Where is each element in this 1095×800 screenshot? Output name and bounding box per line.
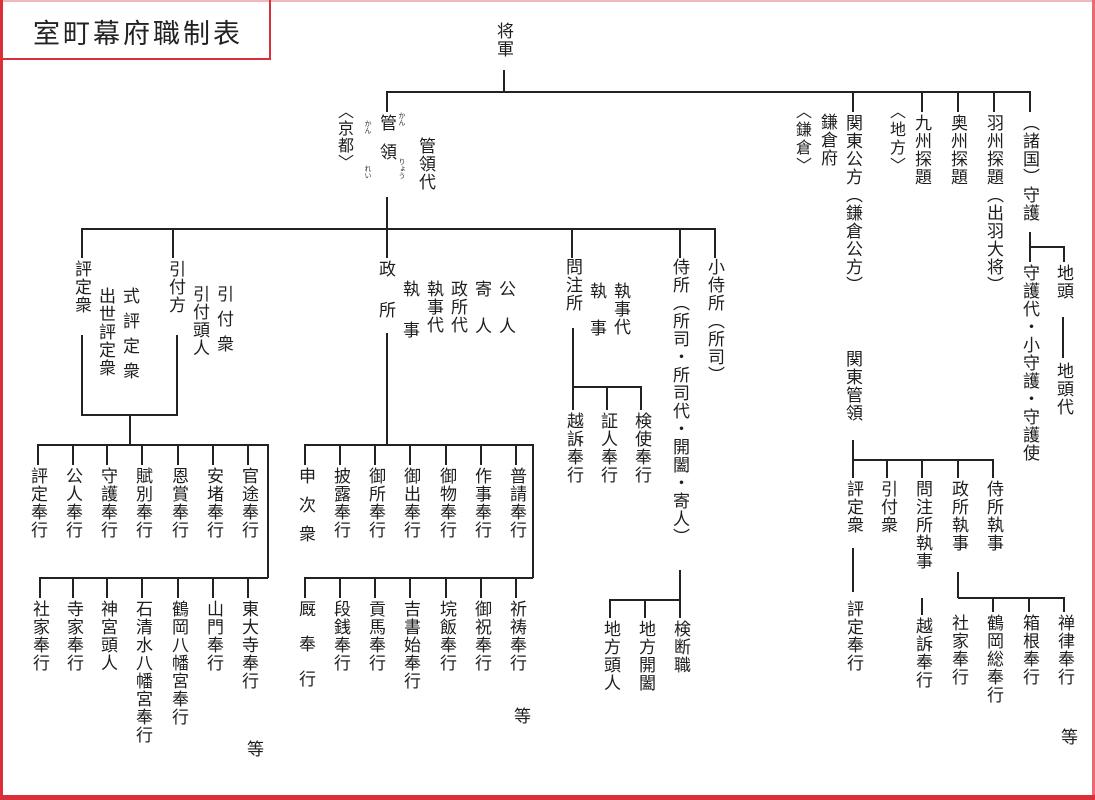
ruby-ryo: りょう: [398, 158, 406, 179]
etc-kamakura: 等: [1057, 728, 1077, 746]
node-monchujo-shitsuji: 執事: [586, 282, 606, 356]
kamakura-zenritsu-bugyo: 禅律奉行: [1054, 614, 1074, 686]
kamakura-tsurugaoka-sobugyo: 鶴岡総奉行: [983, 614, 1003, 704]
bugyo-kunin: 公人奉行: [62, 467, 82, 539]
node-samuraidokoro: 侍所（所司・所司代・開闔・寄人）: [669, 258, 689, 546]
node-shusse-hyojoshu: 出世評定衆: [95, 287, 115, 377]
node-kosamuraidokoro: 小侍所（所司）: [704, 258, 724, 384]
frame-right: [1092, 0, 1095, 800]
bugyo-jike: 寺家奉行: [63, 600, 83, 672]
bugyo-jingu-tonin: 神宮頭人: [97, 600, 117, 672]
node-jito: 地頭: [1053, 264, 1073, 300]
kamakura-hikitsukeshu: 引付衆: [877, 480, 897, 534]
etc-mandokoro: 等: [510, 707, 530, 725]
bugyo-shake: 社家奉行: [29, 600, 49, 672]
mandokoro-sakuji: 作事奉行: [471, 467, 491, 539]
node-mandokoro-shitsujidai: 執事代: [423, 280, 443, 334]
node-hyojoshu: 評定衆: [71, 260, 91, 314]
bugyo-todaiji: 東大寺奉行: [238, 600, 258, 690]
mandokoro-kito: 祈祷奉行: [506, 600, 526, 672]
bugyo-shugo: 守護奉行: [97, 467, 117, 539]
node-yoriudo: 寄人: [471, 280, 491, 354]
frame-top: [0, 0, 1095, 2]
mandokoro-tansen: 段銭奉行: [330, 600, 350, 672]
node-kyushu-tandai: 九州探題: [911, 114, 931, 186]
bugyo-kubari: 賦別奉行: [132, 467, 152, 539]
monchujo-kenshi: 検使奉行: [631, 412, 651, 484]
bugyo-kanto: 官途奉行: [238, 467, 258, 539]
kamakura-mandokoro-shitsuji: 政所執事: [948, 480, 968, 552]
node-shiki-hyojoshu: 式評定衆: [119, 287, 139, 387]
kamakura-hyojoshu: 評定衆: [843, 480, 863, 534]
monchujo-osso: 越訴奉行: [563, 412, 583, 484]
node-kanto-kubo: 関東公方（鎌倉公方）: [842, 114, 862, 294]
node-mandokoro: 政所: [375, 260, 395, 342]
ruby-kan: かん: [364, 120, 372, 134]
frame-left: [0, 0, 3, 800]
bugyo-onsho: 恩賞奉行: [168, 467, 188, 539]
node-shugodai: 守護代・小守護・守護使: [1019, 264, 1039, 462]
frame-bottom: [0, 795, 1095, 800]
title-box: 室町幕府職制表: [0, 0, 271, 60]
page-title: 室町幕府職制表: [33, 19, 243, 50]
kamakura-osso-bugyo: 越訴奉行: [912, 617, 932, 689]
samurai-kendanshiki: 検断職: [670, 620, 690, 674]
bugyo-sanmon: 山門奉行: [203, 600, 223, 672]
bugyo-hyojo: 評定奉行: [27, 467, 47, 539]
mandokoro-kissho: 吉書始奉行: [400, 600, 420, 690]
node-kunin: 公人: [495, 280, 515, 354]
samurai-jikata-kaiko: 地方開闔: [635, 620, 655, 692]
node-mandokorodai: 政所代: [447, 280, 467, 334]
region-chiho: 〈地方〉: [887, 103, 906, 175]
bugyo-iwashimizu: 石清水八幡宮奉行: [132, 600, 152, 744]
region-kamakura: 〈鎌倉〉: [793, 103, 812, 175]
node-ushu-tandai: 羽州探題（出羽大将）: [983, 114, 1003, 294]
mandokoro-ouban: 垸飯奉行: [436, 600, 456, 672]
node-jitodai: 地頭代: [1053, 362, 1073, 416]
mandokoro-moshitsugishu: 申次衆: [295, 467, 315, 554]
node-monchujo-shitsujidai: 執事代: [610, 282, 630, 336]
mandokoro-kuba: 貢馬奉行: [365, 600, 385, 672]
node-oshu-tandai: 奥州探題: [947, 114, 967, 186]
node-shugo: （諸国）守護: [1019, 114, 1039, 222]
bugyo-tsurugaoka: 鶴岡八幡宮奉行: [168, 600, 188, 726]
kamakura-hakone-bugyo: 箱根奉行: [1019, 614, 1039, 686]
mandokoro-fushin: 普請奉行: [506, 467, 526, 539]
node-kanreidai: 管領代: [415, 137, 435, 191]
mandokoro-oiwai: 御祝奉行: [471, 600, 491, 672]
node-mandokoro-shitsuji: 執事: [399, 280, 419, 362]
samurai-jikata-tonin: 地方頭人: [600, 620, 620, 692]
node-hikitsuke-tonin: 引付頭人: [189, 285, 209, 357]
node-kanrei: 管領: [376, 114, 396, 172]
kamakura-shake-bugyo: 社家奉行: [948, 614, 968, 686]
mandokoro-umaya: 厩奉行: [295, 600, 315, 705]
kamakura-monchujo-shitsuji: 問注所執事: [912, 480, 932, 570]
node-hikitsukekata: 引付方: [165, 260, 185, 314]
kamakura-hyojo-bugyo: 評定奉行: [843, 600, 863, 672]
etc-hyojo: 等: [243, 740, 263, 758]
node-shogun: 将軍: [493, 22, 513, 58]
mandokoro-gosho: 御所奉行: [365, 467, 385, 539]
kamakura-samuraidokoro-shitsuji: 侍所執事: [983, 480, 1003, 552]
node-hikitsukeshu: 引付衆: [213, 285, 233, 360]
bugyo-ando: 安堵奉行: [203, 467, 223, 539]
node-kamakurafu: 鎌倉府: [817, 113, 837, 167]
region-kyoto: 〈京都〉: [335, 103, 354, 171]
ruby-kan2: かん: [398, 112, 406, 126]
ruby-rei: れい: [364, 165, 372, 179]
node-kanto-kanrei: 関東管領: [842, 350, 862, 422]
mandokoro-hiro: 披露奉行: [330, 467, 350, 539]
mandokoro-gomotsu: 御物奉行: [436, 467, 456, 539]
node-monchujo: 問注所: [562, 258, 582, 312]
monchujo-shonin: 証人奉行: [597, 412, 617, 484]
mandokoro-gyoshutsu: 御出奉行: [400, 467, 420, 539]
